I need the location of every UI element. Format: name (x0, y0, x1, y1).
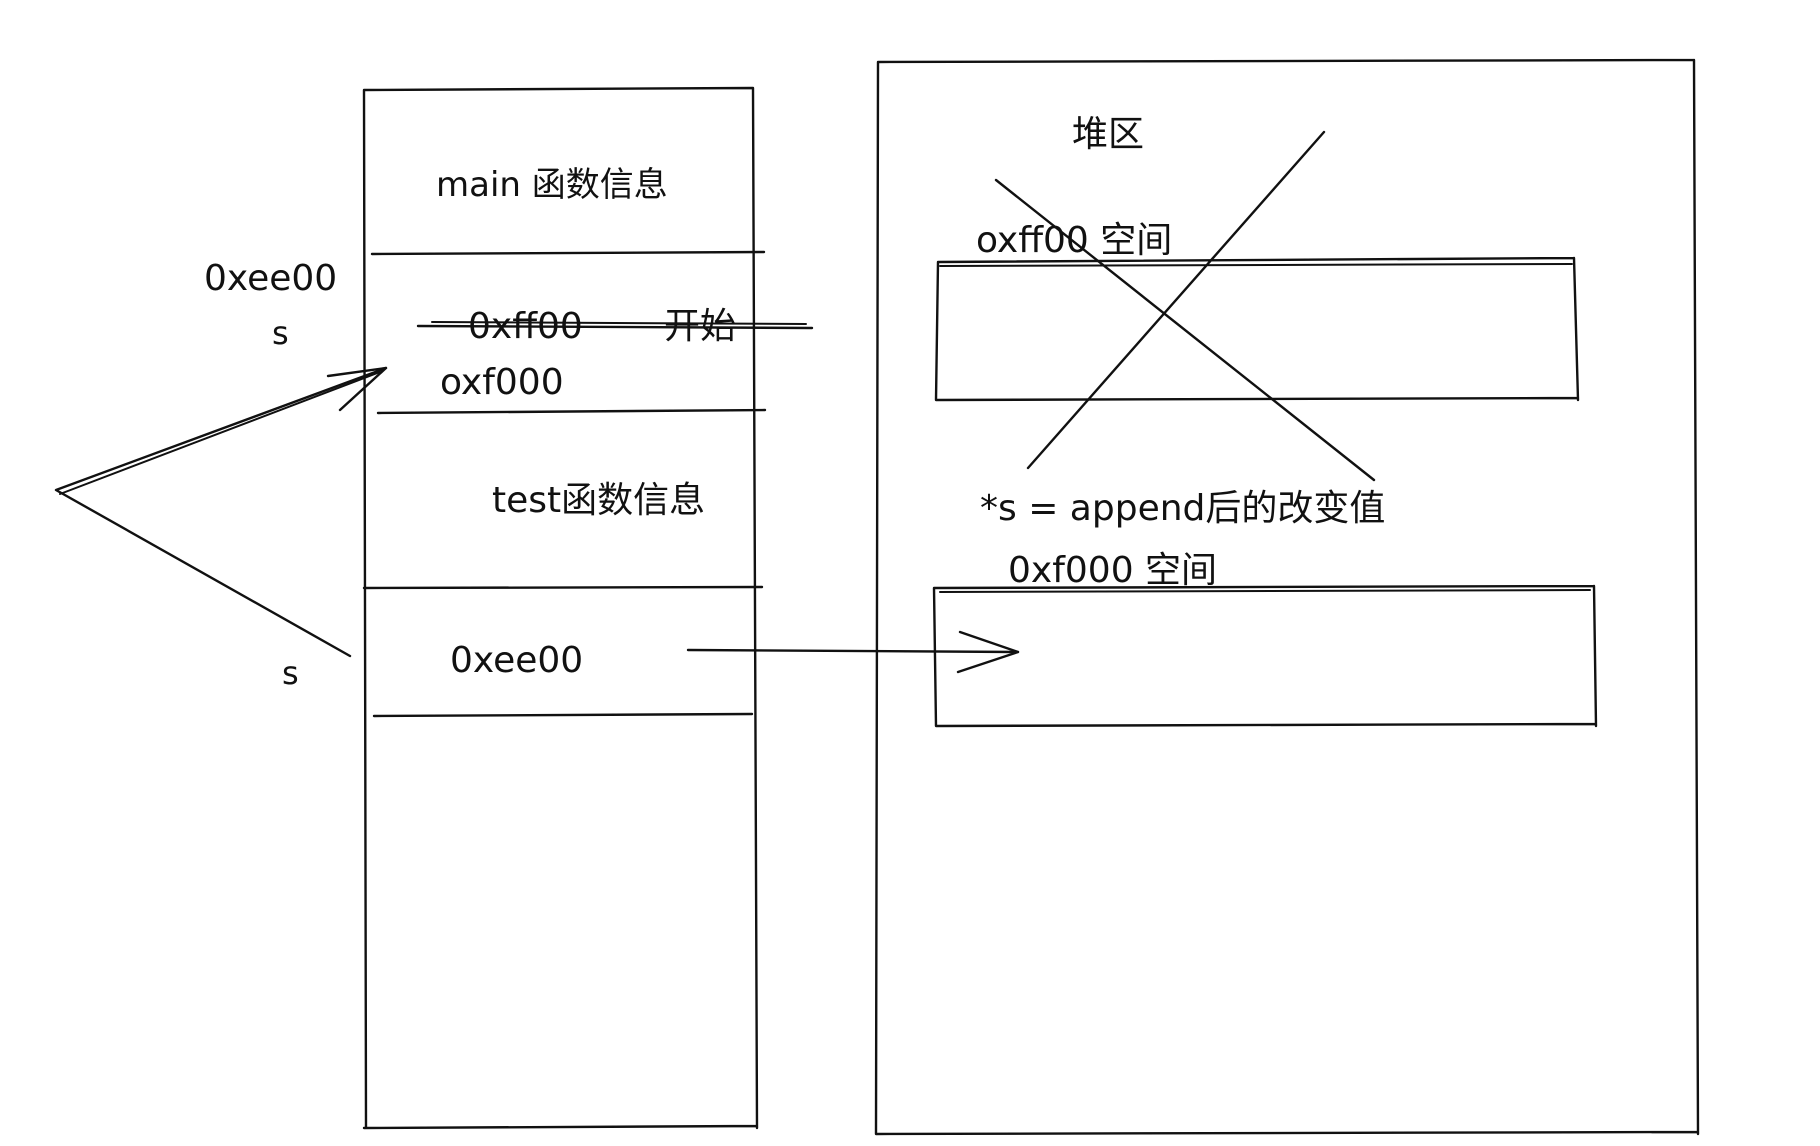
heap-old-block (934, 256, 1580, 402)
side-var-s-bottom: s (282, 654, 299, 692)
heap-new-block (932, 584, 1598, 728)
heap-new-block-edge (939, 589, 1591, 593)
stack-divider-1 (370, 250, 766, 256)
stack-cell-pointer-value: 0xee00 (450, 640, 583, 681)
strikethrough-line (416, 324, 814, 330)
stack-divider-4 (372, 712, 754, 718)
stack-outline (362, 86, 759, 1130)
stack-cell-test-label: test函数信息 (492, 480, 705, 521)
heap-note: *s = append后的改变值 (980, 488, 1385, 529)
stack-column (362, 86, 767, 1130)
heap-new-block-label: 0xf000 空间 (1008, 550, 1217, 591)
side-address-label: 0xee00 (204, 258, 337, 299)
stack-divider-2 (376, 408, 767, 415)
side-var-s-top: s (272, 314, 289, 352)
pointer-arrow-to-s (54, 366, 388, 658)
heap-outline (874, 58, 1700, 1136)
heap-area (874, 58, 1700, 1136)
stack-divider-3 (362, 585, 764, 590)
heap-old-block-edge (939, 263, 1573, 267)
stack-cell-new-address: oxf000 (440, 362, 564, 403)
pointer-arrow-to-heap (686, 630, 1020, 674)
heap-title: 堆区 (1072, 114, 1144, 155)
stack-cell-main-label: main 函数信息 (436, 165, 668, 205)
cross-out-mark (994, 130, 1376, 482)
strikethrough-line-2 (431, 321, 807, 325)
